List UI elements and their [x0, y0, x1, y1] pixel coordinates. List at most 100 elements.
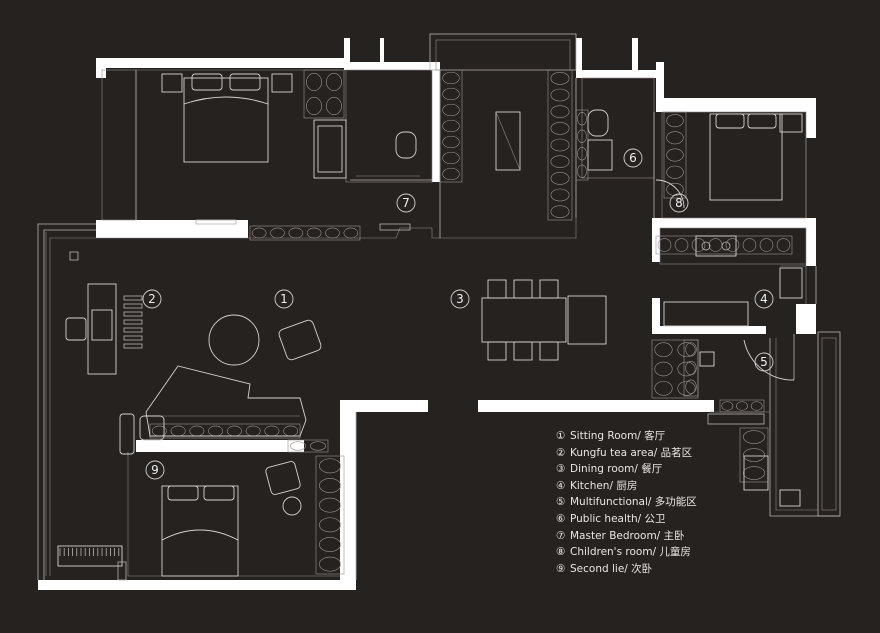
- cabinet-block: [303, 69, 345, 119]
- tile-oval: [442, 71, 460, 85]
- marker-children-room: 8: [669, 193, 689, 213]
- exterior-walls: [38, 38, 816, 590]
- cabinet-block: [651, 339, 699, 399]
- marker-tea-area: 2: [142, 289, 162, 309]
- tile-oval: [343, 227, 359, 239]
- tile-oval: [743, 430, 765, 444]
- cabinet-block: [719, 399, 765, 413]
- tile-oval: [288, 227, 304, 239]
- tile-oval: [743, 466, 765, 480]
- tile-oval: [550, 155, 570, 168]
- tile-oval: [654, 361, 673, 377]
- tile-oval: [577, 129, 587, 143]
- tile-oval: [319, 458, 341, 474]
- tile-oval: [685, 342, 697, 357]
- svg-text:2: 2: [148, 292, 156, 306]
- tile-oval: [319, 556, 341, 572]
- tile-oval: [251, 227, 267, 239]
- tile-oval: [170, 425, 186, 437]
- tile-oval: [550, 105, 570, 118]
- children-bed: [709, 113, 783, 201]
- tile-oval: [442, 103, 460, 117]
- marker-master-bedroom: 7: [396, 193, 416, 213]
- stove: [695, 235, 737, 257]
- tile-oval: [326, 97, 342, 115]
- tile-oval: [674, 238, 689, 252]
- tile-oval: [685, 360, 697, 376]
- tile-oval: [550, 88, 570, 102]
- cabinet-block: [663, 111, 687, 199]
- tile-oval: [657, 238, 672, 252]
- tile-oval: [708, 238, 723, 252]
- tile-oval: [319, 478, 341, 493]
- cabinet-block: [739, 427, 769, 483]
- tea-table: [87, 283, 117, 375]
- tile-oval: [306, 227, 322, 239]
- armchair: [265, 461, 301, 495]
- cabinet-block: [287, 439, 329, 453]
- cabinet-block: [249, 225, 361, 241]
- marker-dining-room: 3: [450, 289, 470, 309]
- coffee-table: [208, 314, 260, 366]
- toilet: [587, 109, 609, 137]
- tile-oval: [442, 87, 460, 101]
- svg-text:6: 6: [629, 151, 637, 165]
- tile-oval: [666, 148, 684, 162]
- cabinet-block: [315, 455, 345, 575]
- furniture: [57, 73, 803, 581]
- tea-stools: [123, 295, 143, 349]
- dining-table: [481, 297, 567, 343]
- tile-oval: [677, 342, 696, 357]
- tile-oval: [743, 448, 765, 462]
- cabinet-block: [547, 69, 573, 221]
- tile-oval: [319, 497, 341, 513]
- pillow: [229, 73, 261, 91]
- svg-text:3: 3: [456, 292, 464, 306]
- tile-oval: [283, 425, 299, 437]
- tile-oval: [290, 441, 306, 451]
- tile-oval: [550, 188, 570, 202]
- cabinet-block: [655, 235, 793, 255]
- tile-oval: [325, 227, 340, 239]
- cabinet-block: [149, 423, 301, 439]
- tile-oval: [306, 73, 322, 91]
- tile-oval: [666, 114, 684, 128]
- marker-sitting-room: 1: [274, 289, 294, 309]
- tile-oval: [759, 238, 774, 252]
- tile-oval: [691, 238, 706, 252]
- svg-text:7: 7: [402, 196, 410, 210]
- tile-oval: [550, 138, 570, 152]
- marker-public-health: 6: [623, 148, 643, 168]
- tile-oval: [550, 122, 570, 135]
- tile-oval: [742, 238, 757, 252]
- tile-oval: [442, 167, 460, 181]
- svg-text:1: 1: [280, 292, 288, 306]
- tile-oval: [306, 97, 322, 115]
- tile-oval: [442, 135, 460, 149]
- tile-oval: [721, 401, 734, 411]
- cabinet-block: [439, 69, 463, 183]
- tile-oval: [677, 381, 696, 396]
- tile-oval: [776, 238, 791, 252]
- tile-oval: [666, 182, 684, 196]
- tile-oval: [226, 425, 242, 437]
- cabinet-block: [683, 339, 699, 397]
- tile-oval: [245, 425, 261, 437]
- tile-oval: [750, 401, 763, 411]
- door-swing: [655, 179, 685, 209]
- tile-oval: [208, 425, 224, 437]
- svg-text:9: 9: [151, 463, 159, 477]
- tile-oval: [189, 425, 205, 437]
- pillow: [191, 73, 223, 91]
- tile-oval: [677, 361, 696, 377]
- tile-oval: [550, 72, 570, 85]
- tile-oval: [550, 172, 570, 185]
- tile-oval: [442, 119, 460, 133]
